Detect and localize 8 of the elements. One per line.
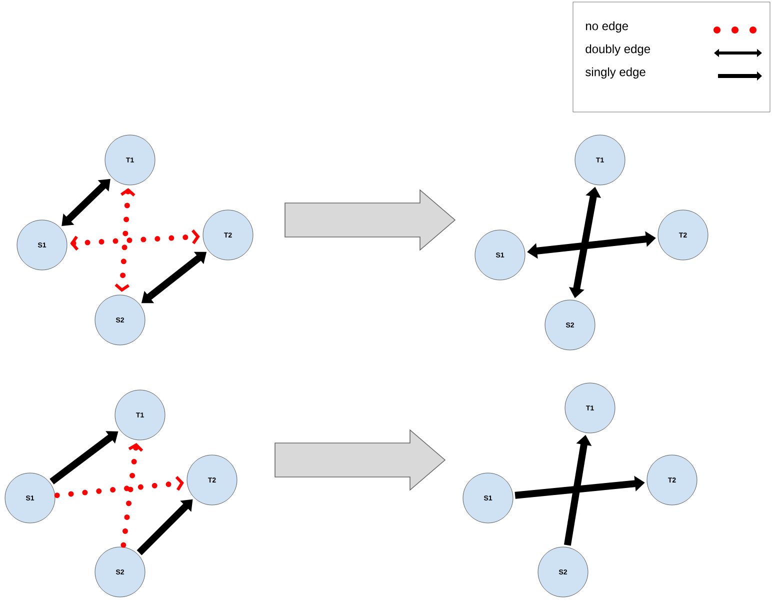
dotted-arrow [70,229,200,251]
dotted-arrow [120,442,144,548]
arrow [136,499,193,556]
legend-text: no edge [586,21,628,33]
legend-text: doubly edge [586,44,650,56]
dotted-arrow [114,188,136,292]
dotted-arrow [54,476,184,498]
legend-text: singly edge [586,67,646,79]
